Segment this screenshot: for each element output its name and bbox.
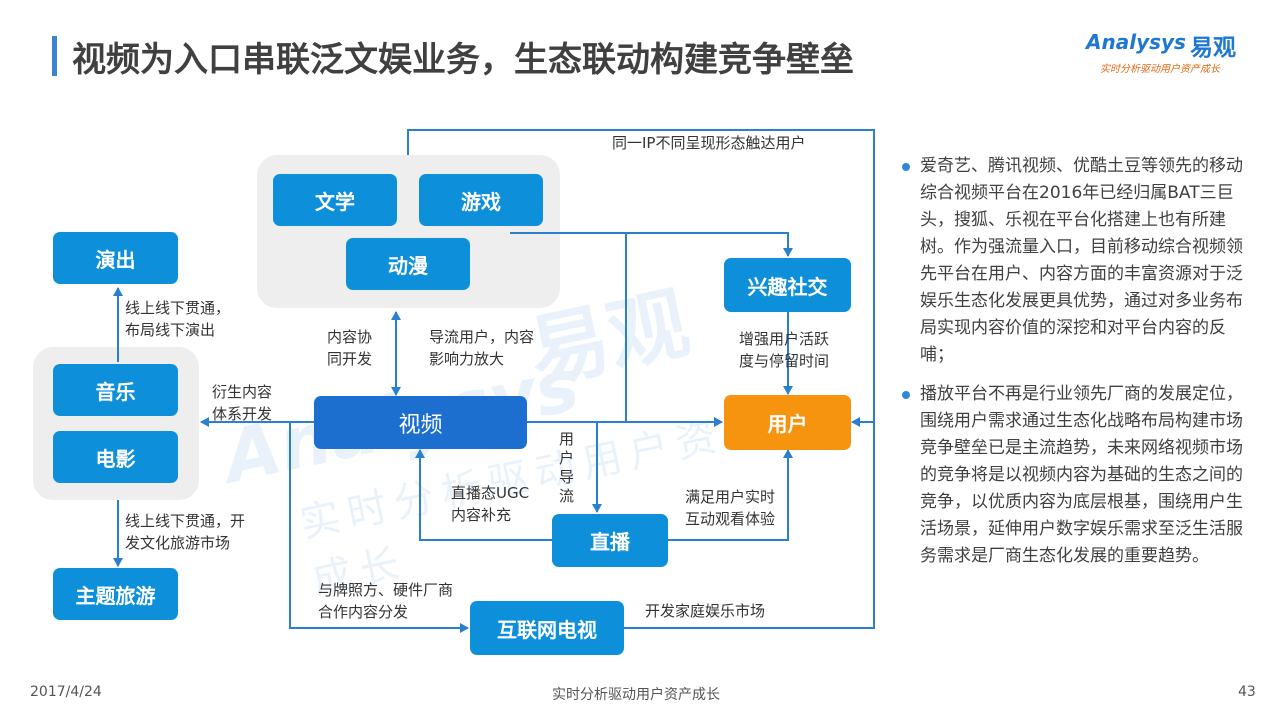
bullet-dot-icon [902,391,910,399]
logo-brand-text: Analysys [1086,30,1186,54]
connector-same-ip [407,129,875,427]
label-same-ip: 同一IP不同呈现形态触达用户 [612,134,806,152]
bullet-text: 爱奇艺、腾讯视频、优酷土豆等领先的移动综合视频平台在2016年已经归属BAT三巨… [920,156,1243,365]
analysys-logo: Analysys 易观 实时分析驱动用户资产成长 [1086,30,1246,78]
label-derivative: 衍生内容体系开发 [212,383,273,423]
label-user-traffic: 用户导流 [559,430,575,505]
connector-live-user [640,449,793,541]
bullet-text: 播放平台不再是行业领先厂商的发展定位，围绕用户需求通过生态化战略布局构建市场竞争… [920,384,1243,566]
connector-live-video [415,449,553,541]
connector-tv-right [624,422,875,629]
node-literature: 文学 [273,174,397,226]
label-brand-hardware: 与牌照方、硬件厂商合作内容分发 [318,581,454,621]
node-music: 音乐 [53,364,178,416]
label-realtime-view: 满足用户实时互动观看体验 [685,488,776,528]
node-internet-tv: 互联网电视 [470,601,624,655]
node-movie: 电影 [53,431,178,483]
footer-date: 2017/4/24 [30,684,102,700]
node-live: 直播 [552,514,668,567]
node-interest-social: 兴趣社交 [724,258,851,312]
page-title: 视频为入口串联泛文娱业务，生态联动构建竞争壁垒 [72,40,854,80]
page-number: 43 [1238,684,1256,700]
label-traffic-amplify: 导流用户，内容影响力放大 [429,328,535,368]
node-video: 视频 [314,396,527,449]
footer-slogan: 实时分析驱动用户资产成长 [552,687,720,703]
logo-cn-text: 易观 [1190,35,1236,61]
label-home-entertainment: 开发家庭娱乐市场 [645,602,766,620]
node-user: 用户 [724,395,851,450]
connector-content-social [510,232,793,257]
bullet-list: 爱奇艺、腾讯视频、优酷土豆等领先的移动综合视频平台在2016年已经归属BAT三巨… [900,153,1245,582]
title-accent-bar [52,36,57,76]
label-enhance-activity: 增强用户活跃度与停留时间 [739,330,830,370]
connector-video-tv [289,422,469,633]
logo-slogan: 实时分析驱动用户资产成长 [1100,64,1220,75]
label-online-offline-travel: 线上线下贯通，开发文化旅游市场 [125,512,246,552]
node-theme-travel: 主题旅游 [53,568,178,620]
bullet-item: 播放平台不再是行业领先厂商的发展定位，围绕用户需求通过生态化战略布局构建市场竞争… [900,381,1245,570]
label-content-collab: 内容协同开发 [327,328,373,368]
bullet-dot-icon [902,163,910,171]
node-game: 游戏 [419,174,543,226]
node-anime: 动漫 [346,238,470,290]
node-performance: 演出 [53,232,178,284]
label-online-offline-performance: 线上线下贯通，布局线下演出 [125,299,231,339]
bullet-item: 爱奇艺、腾讯视频、优酷土豆等领先的移动综合视频平台在2016年已经归属BAT三巨… [900,153,1245,369]
